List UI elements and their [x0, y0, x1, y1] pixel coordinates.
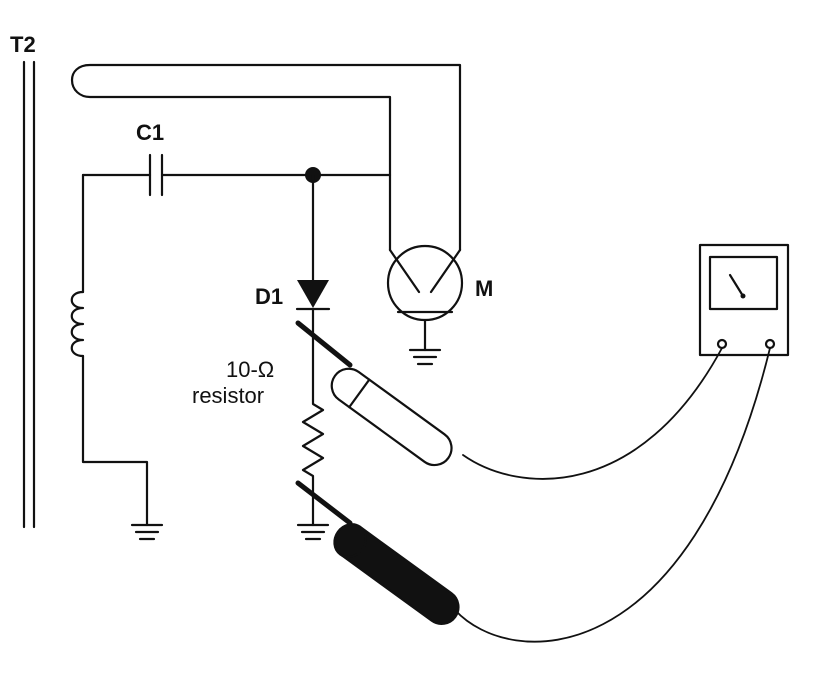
capacitor-label: C1 [136, 120, 164, 145]
diode-label: D1 [255, 284, 283, 309]
lead-positive [462, 347, 723, 480]
inductor-coil [70, 173, 149, 527]
tube-label: M [475, 276, 493, 301]
resistor-value-label: 10-Ω [226, 357, 274, 382]
transformer-label: T2 [10, 32, 36, 57]
resistor-word-label: resistor [192, 383, 264, 408]
lead-negative [454, 347, 771, 643]
tube-m [386, 244, 464, 366]
diode-d1 [295, 280, 331, 311]
filament-winding [70, 63, 462, 252]
capacitor-c1 [81, 153, 392, 197]
resistor-10-ohm [301, 398, 325, 527]
probe-negative [295, 480, 460, 625]
ground-symbol-coil [130, 523, 164, 541]
transformer-core [22, 60, 36, 529]
ground-symbol-resistor [296, 523, 330, 541]
probe-positive [295, 320, 453, 467]
meter [698, 243, 790, 357]
